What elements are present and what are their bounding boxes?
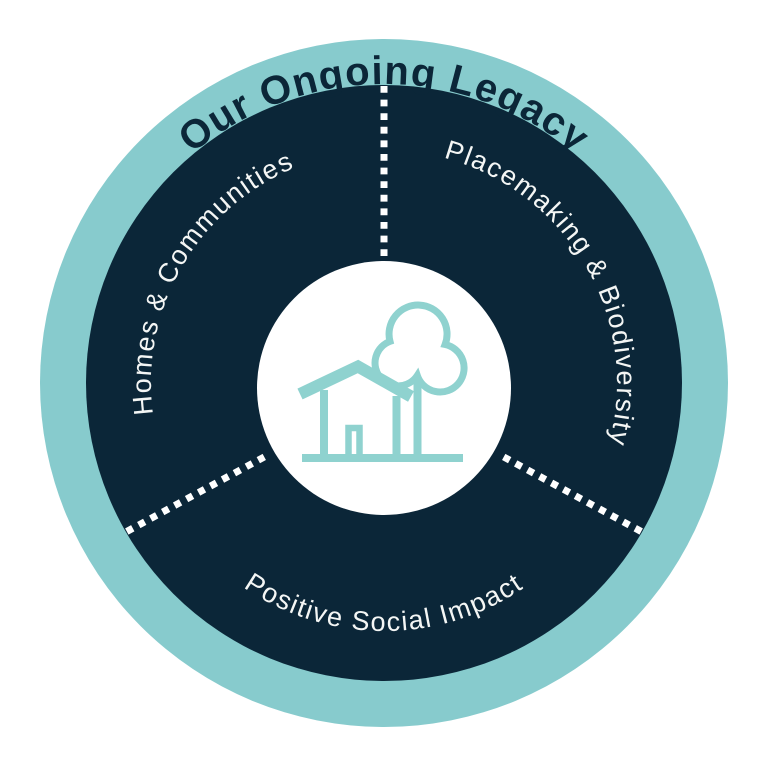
icon-house-door xyxy=(345,424,363,462)
icon-house-roof xyxy=(297,359,414,402)
house-and-tree-icon xyxy=(297,301,468,462)
